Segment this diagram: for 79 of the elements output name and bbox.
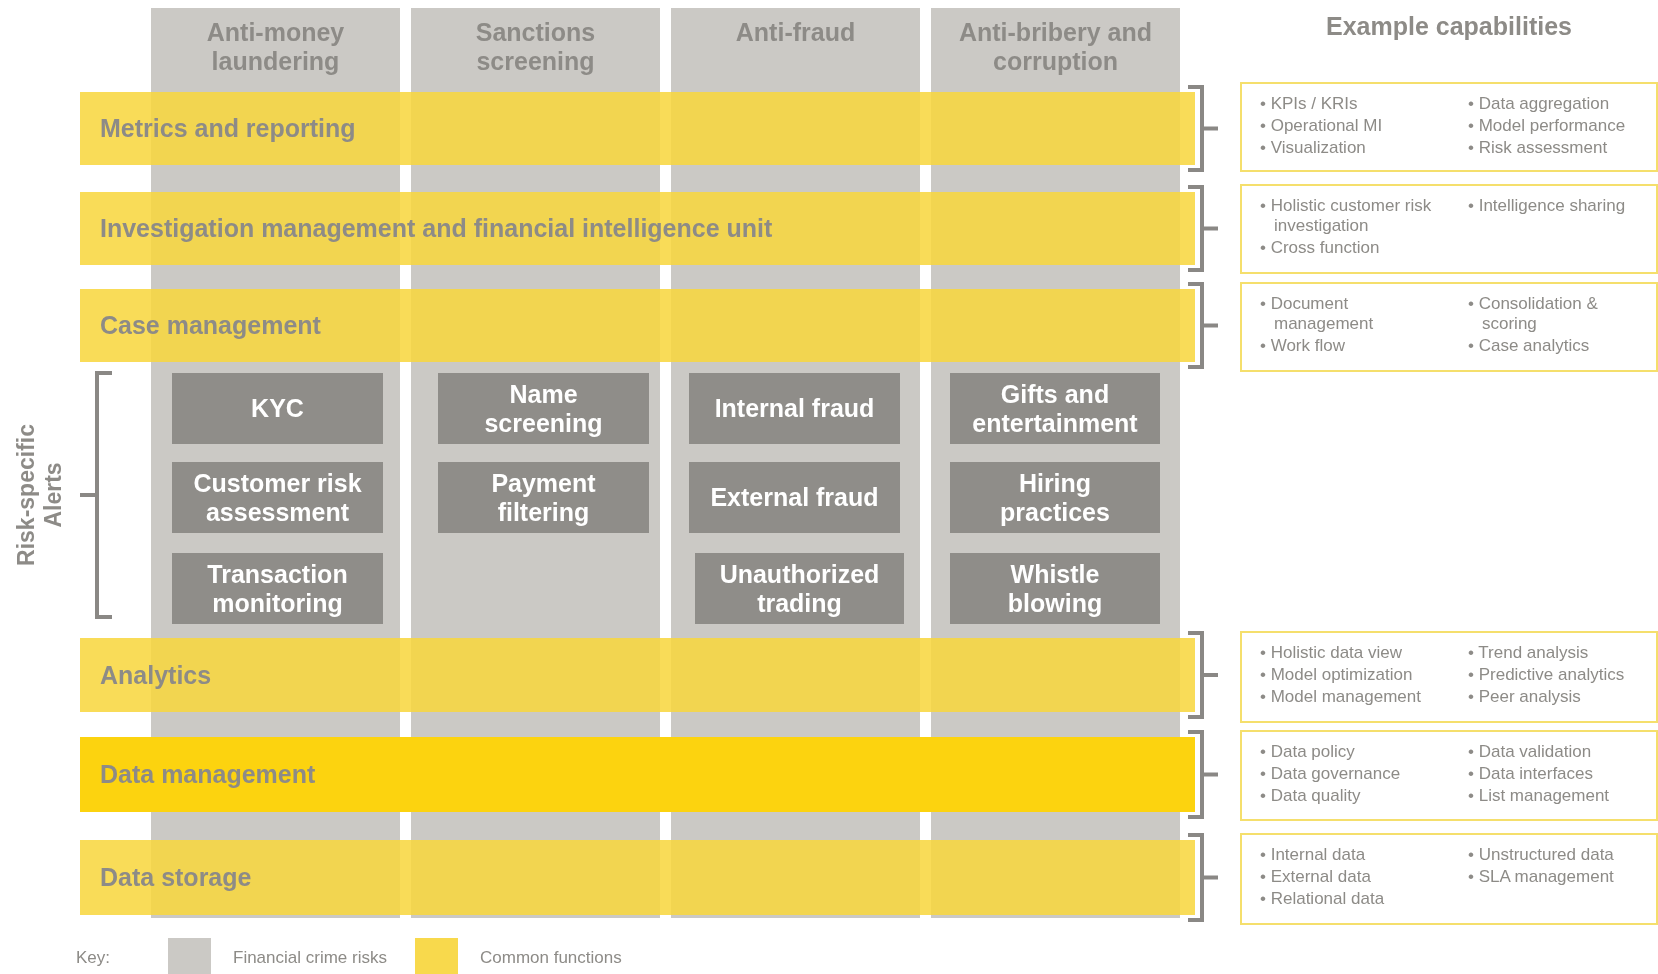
alert-box [172,373,383,444]
capability-box [1240,833,1658,925]
function-band [80,638,1195,712]
band-title: Data management [100,760,316,789]
capability-item: • KPIs / KRIs [1260,94,1359,114]
capability-box [1240,631,1658,723]
capability-box [1240,184,1658,274]
function-band [80,92,1195,165]
capability-item: • Risk assessment [1468,138,1609,158]
alert-label: Transaction monitoring [206,559,349,618]
capability-item: • Data policy [1260,742,1356,762]
capability-item: • Peer analysis [1468,687,1582,707]
capability-item: • List management [1468,786,1611,806]
capability-item: • Data interfaces [1468,764,1594,784]
capability-item: • Consolidation & scoring [1468,294,1599,334]
alert-label: Unauthorized trading [718,559,881,618]
capability-item: • Relational data [1260,889,1386,909]
capability-item: • Trend analysis [1468,643,1590,663]
alert-label: Hiring practices [999,468,1111,527]
alert-label: Whistle blowing [1006,559,1104,618]
capability-item: • Unstructured data [1468,845,1615,865]
side-label: Risk-specific Alerts [13,423,67,568]
capability-item: • SLA management [1468,867,1615,887]
capability-item: • Model management [1260,687,1422,707]
capability-item: • Data governance [1260,764,1402,784]
legend-label: Common functions [480,948,622,968]
alert-label: KYC [251,394,304,423]
band-title: Investigation management and financial intelligence unit [100,214,773,243]
capability-item: • Data quality [1260,786,1362,806]
alert-box [950,462,1160,533]
capability-item: • Data validation [1468,742,1593,762]
alert-box [689,373,900,444]
capability-item: • Holistic customer risk investigation [1260,196,1433,236]
function-band [80,192,1195,265]
column-heading: Anti-fraud [734,18,857,47]
band-title: Metrics and reporting [100,114,356,143]
capability-item: • Visualization [1260,138,1367,158]
capability-item: • Cross function [1260,238,1381,258]
alert-label: Name screening [483,379,604,438]
capability-item: • Internal data [1260,845,1367,865]
legend-key-label: Key: [76,948,111,968]
capability-item: • Operational MI [1260,116,1384,136]
alert-box [689,462,900,533]
capability-box [1240,730,1658,821]
alert-box [172,553,383,624]
capability-item: • External data [1260,867,1372,887]
alert-label: Gifts and entertainment [971,379,1139,438]
column-heading: Sanctions screening [474,18,597,76]
column-heading: Anti-bribery and corruption [957,18,1154,76]
function-band [80,737,1195,812]
capability-item: • Model optimization [1260,665,1414,685]
capability-item: • Predictive analytics [1468,665,1626,685]
capability-item: • Model performance [1468,116,1627,136]
alert-box [950,373,1160,444]
alert-box [950,553,1160,624]
column-heading: Example capabilities [1325,12,1573,41]
alert-box [172,462,383,533]
alert-box [695,553,904,624]
function-band [80,840,1195,915]
capability-item: • Intelligence sharing [1468,196,1627,217]
alert-box [438,462,649,533]
band-title: Analytics [100,660,212,690]
capability-item: • Document management [1260,294,1375,334]
alert-label: Customer risk assessment [192,468,363,527]
capability-item: • Work flow [1260,336,1346,356]
column-heading: Anti-money laundering [205,18,346,76]
capability-box [1240,282,1658,372]
alert-label: Payment filtering [490,468,597,527]
band-title: Case management [100,311,321,340]
alert-label: Internal fraud [714,394,875,423]
alert-box [438,373,649,444]
capability-item: • Case analytics [1468,336,1591,356]
capability-box [1240,82,1658,172]
capability-item: • Data aggregation [1468,94,1611,114]
function-band [80,289,1195,362]
alert-label: External fraud [710,483,879,512]
capability-item: • Holistic data view [1260,643,1403,663]
legend-label: Financial crime risks [233,948,387,968]
band-title: Data storage [100,863,252,892]
